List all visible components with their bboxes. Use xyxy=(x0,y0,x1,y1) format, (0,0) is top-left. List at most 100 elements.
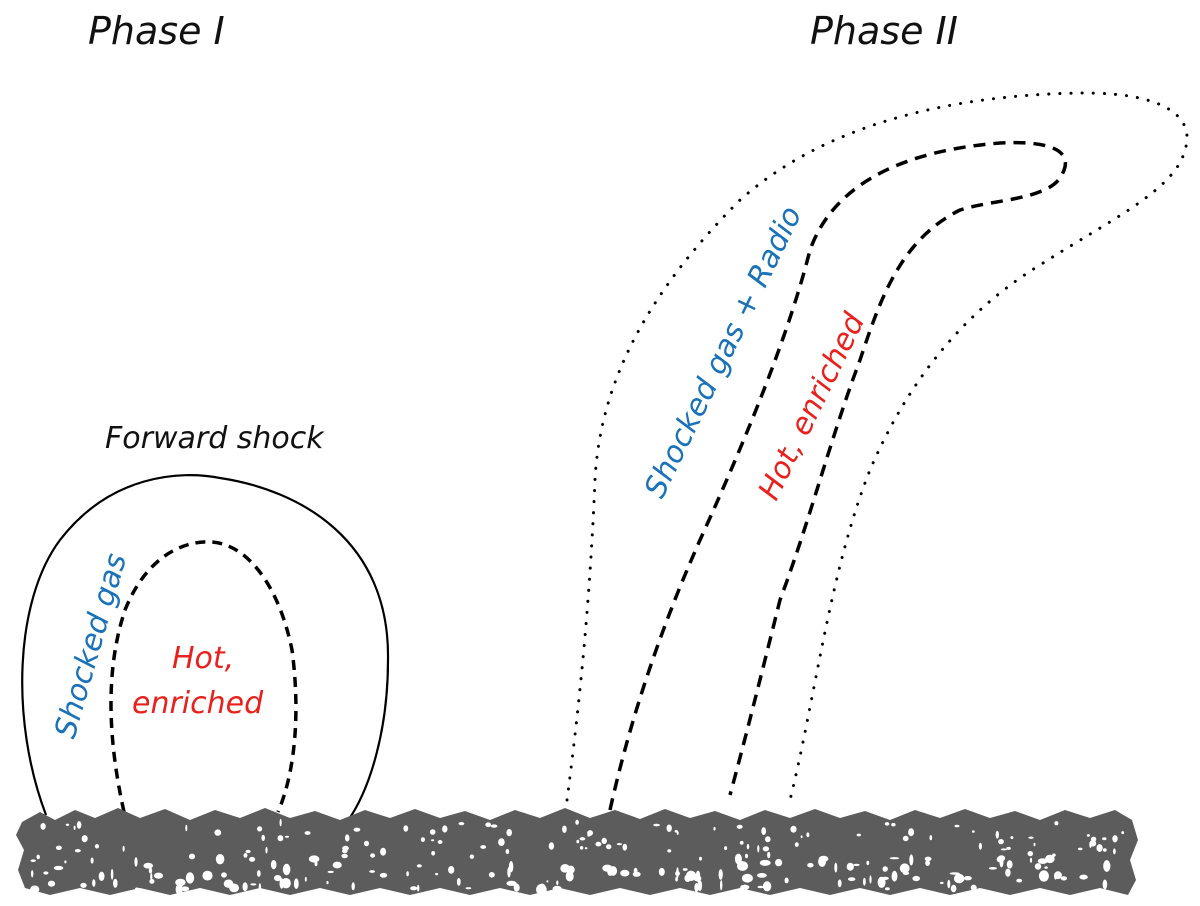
ground-speckle xyxy=(175,878,186,887)
ground-speckle xyxy=(80,882,87,888)
ground-speckle xyxy=(94,844,100,849)
ground-speckle xyxy=(1010,836,1014,840)
ground-speckle xyxy=(1079,874,1088,880)
ground-speckle xyxy=(81,835,88,843)
ground-speckle xyxy=(1028,836,1034,839)
ground-speckle xyxy=(745,853,748,859)
ground-speckle xyxy=(488,872,495,878)
ground-speckle xyxy=(243,853,248,858)
ground-speckle xyxy=(270,860,277,870)
ground-speckle xyxy=(560,864,570,873)
ground-speckle xyxy=(250,883,257,886)
ground-speckle xyxy=(202,870,213,881)
ground-speckle xyxy=(1102,879,1108,890)
ground-speckle xyxy=(189,874,192,883)
ground-speckle xyxy=(154,872,163,879)
ground-speckle xyxy=(74,849,81,853)
ground-speckle xyxy=(1086,834,1090,837)
ground-speckle xyxy=(757,885,764,889)
ground-speckle xyxy=(556,880,559,886)
ground-speckle xyxy=(417,884,420,892)
ground-speckle xyxy=(682,868,688,871)
ground-speckle xyxy=(718,869,723,880)
ground-speckle xyxy=(256,870,261,877)
ground-speckle xyxy=(536,884,547,896)
ground-speckle xyxy=(180,886,190,892)
ground-speckle xyxy=(759,859,771,866)
ground-speckle xyxy=(437,840,443,844)
ground-speckle xyxy=(863,877,866,886)
ground-speckle xyxy=(1006,860,1013,869)
ground-speckle xyxy=(1054,871,1062,880)
ground-speckle xyxy=(1089,841,1092,848)
ground-speckle xyxy=(485,822,492,827)
ground-speckle xyxy=(929,835,933,841)
ground-speckle xyxy=(1033,842,1036,847)
ground-speckle xyxy=(762,881,772,892)
ground-speckle xyxy=(185,824,188,832)
ground-speckle xyxy=(506,829,512,837)
ground-speckle xyxy=(1045,854,1055,864)
ground-speckle xyxy=(332,861,342,869)
ground-speckle xyxy=(456,878,461,886)
ground-speckle xyxy=(1016,878,1023,883)
ground-speckle xyxy=(261,834,266,842)
ground-speckle xyxy=(834,862,838,873)
ground-speckle xyxy=(507,866,511,878)
ground-speckle xyxy=(215,854,225,865)
ground-speckle xyxy=(1006,846,1011,850)
ground-speckle xyxy=(909,854,914,866)
ground-speckle xyxy=(740,884,750,890)
ground-speckle xyxy=(282,863,291,876)
ground-speckle xyxy=(410,886,418,891)
ground-speckle xyxy=(575,819,579,825)
ground-speckle xyxy=(633,867,638,875)
ground-speckle xyxy=(601,837,607,845)
ground-speckle xyxy=(837,879,842,888)
ground-speckle xyxy=(674,830,678,833)
ground-speckle xyxy=(229,883,240,893)
ground-speckle xyxy=(761,827,767,835)
ground-speckle xyxy=(403,825,409,832)
ground-speckle xyxy=(899,863,910,874)
ground-speckle xyxy=(480,845,487,849)
ground-speckle xyxy=(902,835,909,842)
ground-speckle xyxy=(369,870,375,873)
ground-speckle xyxy=(699,856,702,861)
ground-speckle xyxy=(950,884,957,893)
ground-speckle xyxy=(490,824,498,828)
ground-speckle xyxy=(1029,857,1033,863)
ground-speckle xyxy=(149,879,155,884)
ground-speckle xyxy=(595,841,602,847)
ground-speckle xyxy=(1060,876,1068,881)
ground-speckle xyxy=(607,868,614,876)
ground-speckle xyxy=(947,879,951,889)
ground-speckle xyxy=(866,860,870,866)
ground-speckle xyxy=(284,835,290,838)
ground-speckle xyxy=(697,880,703,892)
ground-speckle xyxy=(265,846,268,854)
ground-speckle xyxy=(53,865,64,871)
ground-speckle xyxy=(1000,848,1008,851)
phase2-radio-outline xyxy=(565,91,1189,802)
ground-speckle xyxy=(448,866,455,874)
phase1-title: Phase I xyxy=(88,9,225,53)
ground-speckle xyxy=(73,825,76,830)
ground-speckle xyxy=(800,835,803,839)
ground-speckle xyxy=(953,873,965,884)
ground-speckle xyxy=(279,818,282,827)
phase1-forward-shock-outline xyxy=(21,474,390,823)
ground-speckle xyxy=(64,860,67,864)
ground-speckle xyxy=(1044,866,1048,869)
phase1-hot-enriched-outline xyxy=(109,540,298,813)
ground-speckle xyxy=(653,823,660,827)
ground-speckle xyxy=(620,869,630,877)
ground-speckle xyxy=(47,880,56,887)
ground-speckle xyxy=(304,876,307,882)
ground-speckle xyxy=(36,854,40,860)
phase2-title: Phase II xyxy=(810,9,958,53)
ground-speckle xyxy=(326,881,329,885)
ground-speckle xyxy=(908,828,915,837)
ground-speckle xyxy=(713,826,716,831)
